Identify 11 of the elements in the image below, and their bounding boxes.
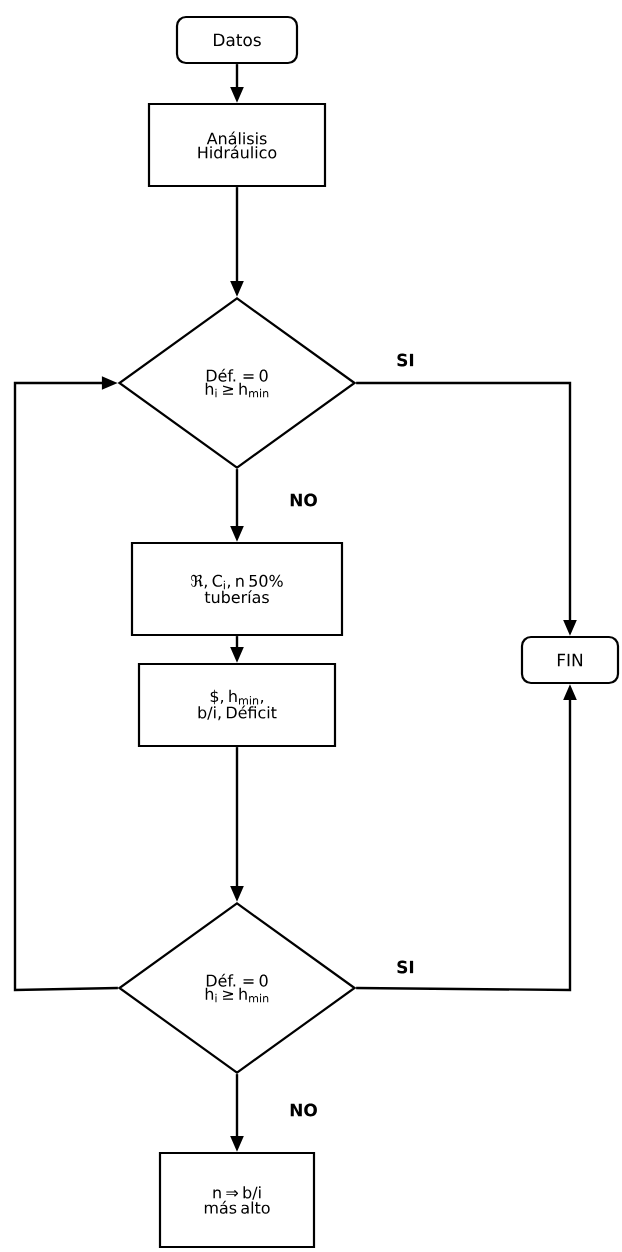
- terminal-box: FIN: [520, 635, 620, 685]
- edge-label: NO: [288, 1102, 319, 1118]
- process-box: ℜ, C$_{i}$, n 50% tuberías: [130, 541, 344, 637]
- process-box: $, h$_{min}$, b/i, Déficit: [137, 662, 337, 748]
- terminal-box: Datos: [175, 15, 299, 65]
- process-box: Análisis Hidráulico: [147, 102, 327, 188]
- edge-label: SI: [395, 959, 416, 975]
- edge-label: NO: [288, 492, 319, 508]
- arrow: [13, 376, 118, 992]
- edge-label: SI: [395, 352, 416, 368]
- process-box: n ⇒ b/i más alto: [158, 1151, 316, 1249]
